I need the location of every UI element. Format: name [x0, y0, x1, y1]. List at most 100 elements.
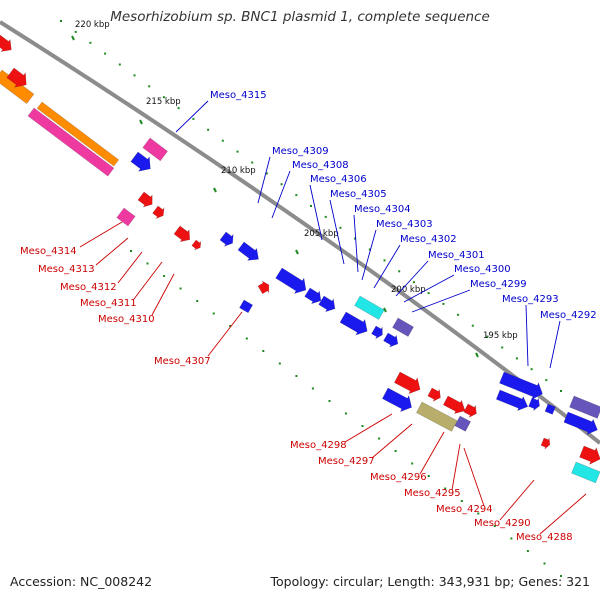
gene-glyph-shape	[152, 205, 165, 220]
gene-label-reverse: Meso_4288	[516, 532, 573, 543]
gene-glyph-shape	[499, 371, 543, 400]
gene-glyph-shape	[219, 231, 234, 247]
gene-label-forward-leader	[395, 260, 429, 297]
gene-glyph	[116, 207, 136, 227]
track-dot	[493, 525, 496, 527]
gene-label-forward-leader	[329, 199, 345, 265]
track-dot	[383, 259, 386, 262]
track-dot	[501, 346, 504, 349]
gene-glyph	[499, 371, 543, 400]
gene-glyph	[0, 34, 12, 52]
scale-tick-label: 205 kbp	[304, 229, 339, 239]
gene-glyph	[571, 461, 600, 484]
gene-label-forward-leader	[271, 170, 291, 219]
track-dot	[162, 96, 165, 99]
gene-label-reverse: Meso_4297	[318, 456, 375, 467]
gene-label-forward-leader	[309, 184, 323, 241]
gene-label-reverse: Meso_4312	[60, 282, 117, 293]
track-dot	[118, 63, 121, 66]
gene-label-reverse-leader	[207, 311, 243, 357]
gene-label-reverse-leader	[451, 443, 461, 491]
feature-dots	[60, 20, 562, 577]
gene-label-forward: Meso_4305	[330, 189, 387, 200]
track-dot	[251, 161, 254, 164]
gene-label-forward-leader	[361, 229, 377, 281]
scale-tick-label: 200 kbp	[391, 285, 426, 295]
track-dot	[89, 41, 92, 44]
track-dot	[324, 215, 327, 218]
track-dot	[192, 117, 195, 120]
gene-label-reverse: Meso_4314	[20, 246, 77, 257]
gene-glyph	[442, 395, 466, 415]
track-dot	[543, 562, 546, 565]
track-dot	[104, 52, 107, 55]
gene-glyph	[36, 101, 120, 167]
gene-label-forward-leader	[373, 244, 401, 289]
track-dot	[526, 550, 529, 552]
gene-glyph	[427, 387, 441, 402]
gene-label-forward: Meso_4300	[454, 264, 511, 275]
gene-glyph	[191, 239, 202, 251]
gene-glyph	[544, 403, 556, 415]
gene-glyph	[6, 67, 27, 88]
gene-label-reverse-leader	[117, 251, 143, 284]
gene-label-reverse-leader	[463, 447, 485, 507]
gene-label-forward: Meso_4303	[376, 219, 433, 230]
gene-label-reverse: Meso_4298	[290, 440, 347, 451]
scale-tick-label: 210 kbp	[221, 166, 256, 176]
gene-glyph	[130, 151, 151, 172]
gene-glyph-shape	[116, 207, 136, 227]
gene-label-forward-leader	[175, 100, 209, 133]
track-dot	[460, 500, 463, 502]
gene-glyph	[563, 411, 598, 435]
gene-glyph-shape	[142, 137, 168, 162]
scale-tick-mark	[139, 119, 143, 125]
gene-glyph	[354, 295, 385, 320]
gene-glyph-shape	[571, 461, 600, 484]
gene-glyph	[383, 332, 399, 348]
scale-tick-label: 215 kbp	[146, 97, 181, 107]
map-title: Mesorhizobium sp. BNC1 plasmid 1, comple…	[110, 9, 490, 25]
track-dot	[398, 270, 401, 273]
gene-label-reverse-leader	[419, 431, 445, 475]
gene-label-reverse: Meso_4311	[80, 298, 137, 309]
gene-glyph	[257, 280, 270, 295]
track-dot	[295, 194, 298, 197]
gene-glyph-shape	[237, 241, 259, 261]
gene-label-reverse: Meso_4307	[154, 356, 211, 367]
gene-label-forward: Meso_4306	[310, 174, 367, 185]
gene-label-reverse: Meso_4290	[474, 518, 531, 529]
scale-tick-mark	[475, 352, 479, 358]
track-dot	[148, 85, 151, 88]
gene-glyph-shape	[6, 67, 27, 88]
gene-glyph-shape	[27, 107, 115, 177]
gene-glyph-shape	[354, 295, 385, 320]
gene-glyph	[382, 387, 412, 413]
gene-glyph-shape	[383, 332, 399, 348]
gene-glyph-shape	[442, 395, 466, 415]
gene-glyph	[142, 137, 168, 162]
gene-label-reverse-leader	[151, 273, 175, 316]
track-dot	[212, 312, 215, 315]
track-dot	[442, 302, 445, 305]
gene-label-forward-leader	[353, 214, 359, 273]
gene-label-reverse: Meso_4296	[370, 472, 427, 483]
gene-glyph	[219, 231, 234, 247]
gene-glyphs	[0, 34, 600, 484]
track-dot	[412, 281, 415, 284]
gene-label-forward-leader	[403, 274, 455, 303]
track-dot	[133, 74, 136, 77]
gene-glyph-shape	[371, 325, 383, 340]
track-dot	[311, 387, 314, 390]
track-dot	[146, 262, 149, 265]
gene-glyph-shape	[318, 295, 336, 313]
gene-glyph	[416, 401, 458, 432]
gene-label-forward: Meso_4309	[272, 146, 329, 157]
gene-glyph-shape	[540, 437, 551, 450]
gene-label-reverse-leader	[133, 261, 163, 300]
scale-tick-label: 195 kbp	[483, 331, 518, 341]
track-dot	[457, 313, 460, 316]
label-leaders	[79, 100, 587, 535]
gene-glyph	[304, 287, 322, 305]
gene-glyph	[318, 295, 336, 313]
